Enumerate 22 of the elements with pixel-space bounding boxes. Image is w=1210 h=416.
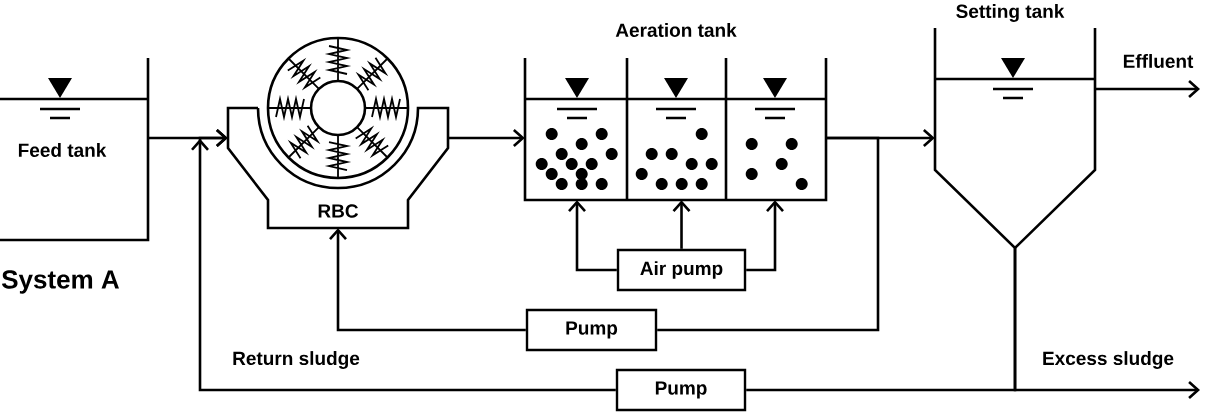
system-label: System A: [1, 270, 119, 294]
arrow: [746, 200, 784, 272]
aeration-tank: Aeration tank: [523, 23, 828, 202]
edge-label: Excess sludge: [1040, 349, 1176, 371]
pump-box: Pump: [615, 368, 747, 412]
arrow: [191, 129, 616, 392]
arrow: [1095, 80, 1200, 98]
arrow: [568, 200, 617, 272]
edge-label: Effluent: [1120, 52, 1196, 70]
arrow: [329, 228, 526, 332]
feed-tank: Feed tank: [0, 56, 150, 242]
arrow: [1013, 248, 1200, 399]
node-label: Feed tank: [18, 143, 107, 157]
pump-box: Pump: [525, 308, 658, 352]
arrow: [448, 129, 525, 147]
arrow: [672, 200, 691, 249]
node-label: Setting tank: [956, 4, 1065, 22]
settling-tank: Setting tank: [933, 4, 1097, 250]
pump-box: Air pump: [616, 248, 747, 292]
connector-line: [657, 136, 880, 332]
edge-label: Return sludge: [230, 349, 362, 371]
node-label: Aeration tank: [615, 23, 737, 37]
